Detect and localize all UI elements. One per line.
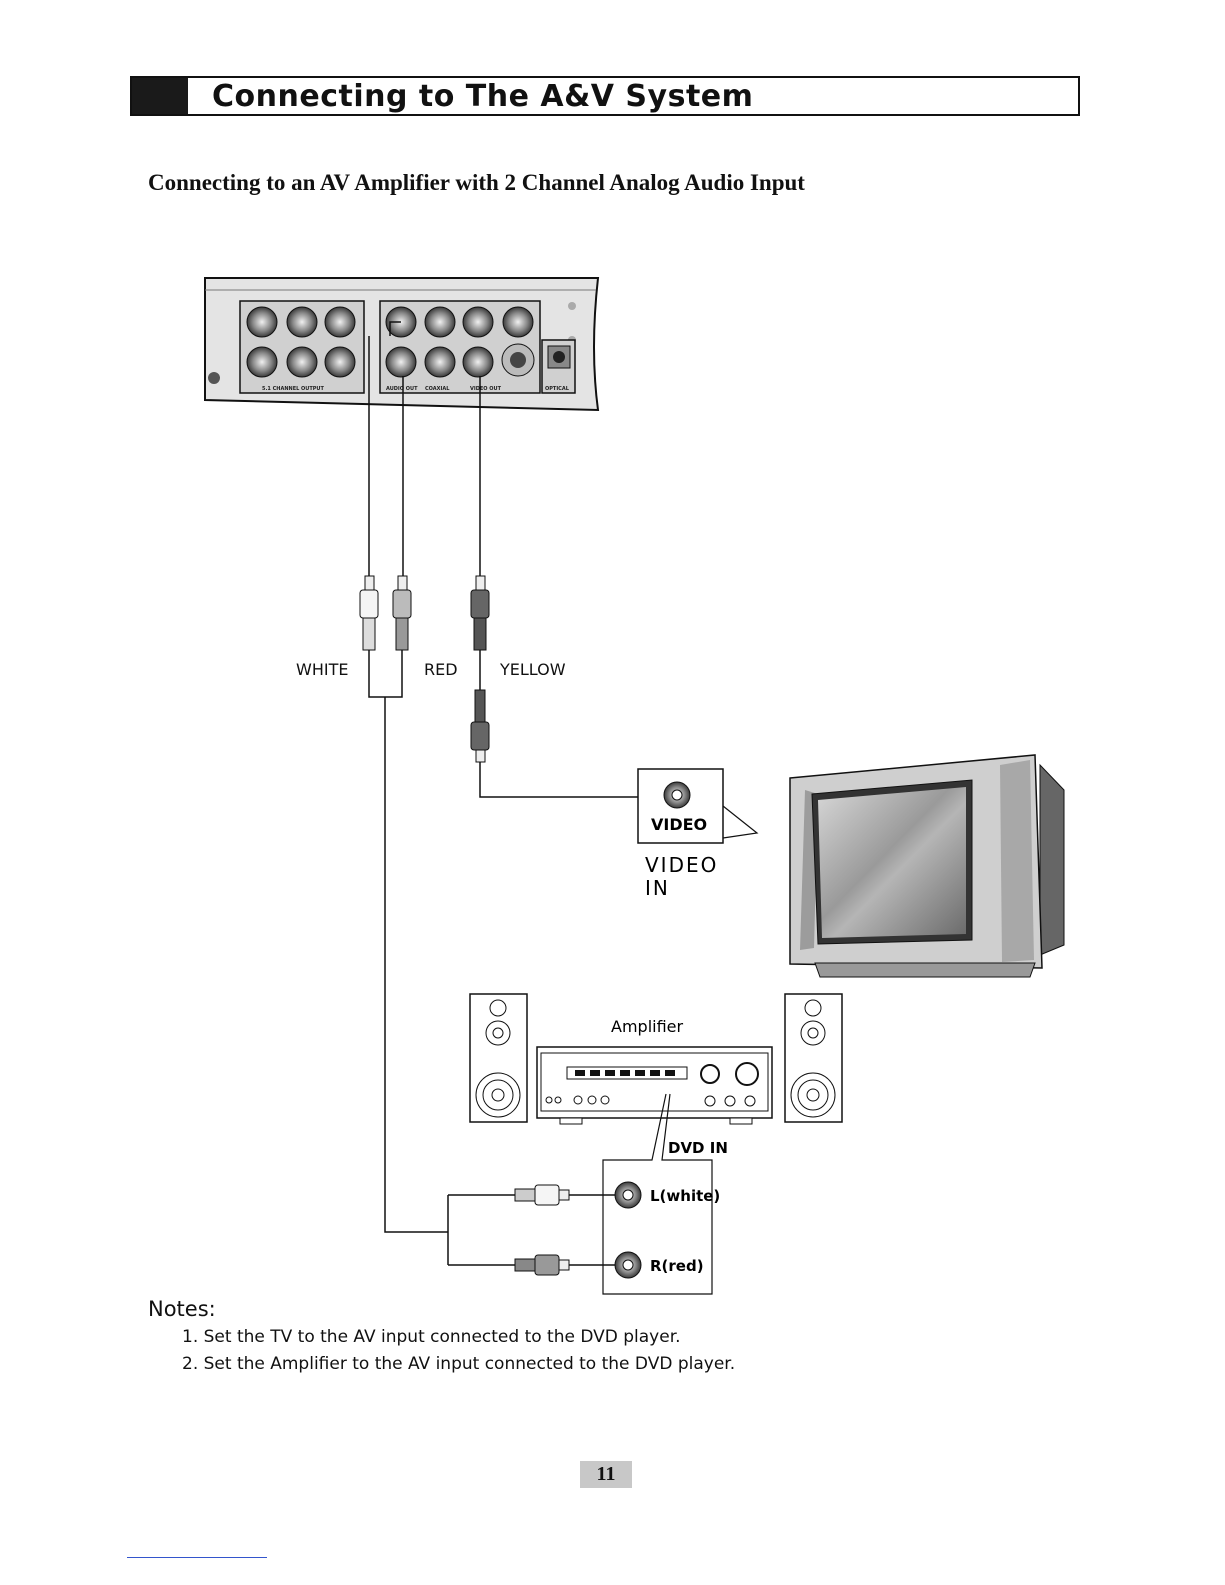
panel-label-coaxial: COAXIAL [425, 386, 450, 392]
label-yellow: YELLOW [499, 660, 566, 679]
left-white-label: L(white) [650, 1187, 720, 1205]
right-red-label: R(red) [650, 1257, 704, 1275]
label-white: WHITE [296, 660, 348, 679]
header-block [132, 78, 188, 114]
tv-video-jack: VIDEO [637, 768, 759, 844]
tv-jack-label: VIDEO [651, 815, 707, 834]
panel-label-optical: OPTICAL [545, 386, 570, 392]
footer-rule [127, 1557, 267, 1558]
rca-plug-yellow-tv-end [470, 689, 490, 763]
rca-plug-right-horizontal [514, 1254, 570, 1276]
notes-title: Notes: [148, 1297, 216, 1321]
speaker-right [784, 993, 843, 1123]
rca-plug-left-horizontal [514, 1184, 570, 1206]
label-red: RED [424, 660, 458, 679]
cable-labels: WHITE RED YELLOW [296, 660, 566, 679]
av-output-jacks [385, 306, 571, 378]
panel-labels: 5.1 CHANNEL OUTPUT AUDIO OUT COAXIAL VID… [262, 386, 570, 392]
note-item-1: 1. Set the TV to the AV input connected … [182, 1327, 681, 1347]
section-header: Connecting to The A&V System [130, 76, 1080, 116]
panel-label-audio-out: AUDIO OUT [386, 386, 418, 392]
video-in-line-2: IN [645, 876, 670, 900]
amplifier-dvd-in-panel: DVD IN L(white) R(red) [602, 1093, 728, 1295]
rca-plug-yellow [470, 575, 490, 651]
channel-output-jacks [246, 306, 356, 378]
rca-plug-white [359, 575, 379, 651]
cables [368, 321, 665, 1266]
dvd-player-rear-panel: 5.1 CHANNEL OUTPUT AUDIO OUT COAXIAL VID… [204, 277, 600, 412]
page-title: Connecting to The A&V System [212, 79, 754, 114]
dvd-in-label: DVD IN [668, 1139, 728, 1157]
page-number: 11 [580, 1461, 632, 1488]
video-in-line-1: VIDEO [645, 853, 718, 877]
video-in-label: VIDEO IN [645, 853, 718, 900]
panel-label-channel-output: 5.1 CHANNEL OUTPUT [262, 386, 324, 392]
rca-plug-red [392, 575, 412, 651]
panel-label-video-out: VIDEO OUT [470, 386, 502, 392]
section-subtitle: Connecting to an AV Amplifier with 2 Cha… [148, 170, 805, 195]
television [789, 754, 1065, 978]
amplifier-label: Amplifier [611, 1017, 684, 1036]
speaker-left [469, 993, 528, 1123]
note-item-2: 2. Set the Amplifier to the AV input con… [182, 1354, 736, 1374]
amplifier [536, 1046, 773, 1125]
